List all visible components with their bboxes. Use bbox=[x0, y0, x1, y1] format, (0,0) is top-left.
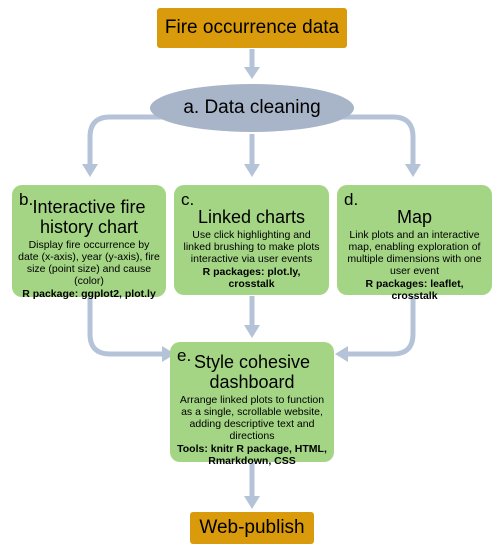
arrowhead bbox=[405, 164, 421, 177]
interactive-chart-packages: R package: ggplot2, plot.ly bbox=[22, 288, 156, 300]
interactive-chart-description: Display fire occurrence by date (x-axis)… bbox=[18, 239, 160, 287]
data-cleaning-label: a. Data cleaning bbox=[183, 97, 321, 118]
fire-occurrence-data-box: Fire occurrence data bbox=[157, 8, 347, 48]
linked-charts-box: c. Linked charts Use click highlighting … bbox=[174, 185, 329, 295]
map-title: Map bbox=[396, 207, 432, 227]
arrowhead bbox=[82, 164, 98, 177]
data-cleaning-ellipse: a. Data cleaning bbox=[150, 84, 354, 132]
step-letter-c: c. bbox=[181, 190, 195, 209]
arrow-d-to-e bbox=[347, 296, 416, 357]
web-publish-box: Web-publish bbox=[190, 512, 314, 544]
web-publish-label: Web-publish bbox=[199, 517, 305, 538]
arrow-cleaning-to-d bbox=[336, 114, 416, 165]
linked-charts-description: Use click highlighting and linked brushi… bbox=[183, 229, 320, 265]
style-cohesive-dashboard-box: e. Style cohesive dashboard Arrange link… bbox=[170, 342, 334, 467]
arrow-b-to-e bbox=[87, 298, 163, 357]
interactive-chart-title: Interactive fire history chart bbox=[32, 197, 146, 237]
fire-occurrence-label: Fire occurrence data bbox=[164, 17, 340, 38]
dashboard-tools: Tools: knitr R package, HTML, Rmarkdown,… bbox=[177, 443, 327, 467]
map-box: d. Map Link plots and an interactive map… bbox=[337, 185, 492, 302]
arrowhead bbox=[244, 325, 260, 338]
interactive-fire-history-chart-box: b. Interactive fire history chart Displa… bbox=[12, 185, 166, 300]
arrowhead bbox=[244, 496, 260, 509]
step-letter-e: e. bbox=[177, 346, 192, 365]
arrow-cleaning-to-b bbox=[87, 114, 168, 165]
arrowhead bbox=[162, 346, 175, 362]
dashboard-title: Style cohesive dashboard bbox=[193, 352, 311, 392]
dashboard-description: Arrange linked plots to function as a si… bbox=[179, 394, 325, 442]
arrowhead bbox=[335, 346, 348, 362]
map-packages: R packages: leaflet, crosstalk bbox=[365, 278, 464, 302]
map-description: Link plots and an interactive map, enabl… bbox=[347, 229, 482, 277]
linked-charts-title: Linked charts bbox=[197, 207, 306, 227]
step-letter-d: d. bbox=[344, 190, 359, 209]
arrowhead bbox=[244, 67, 260, 79]
arrowhead bbox=[244, 164, 260, 177]
linked-charts-packages: R packages: plot.ly, crosstalk bbox=[202, 266, 301, 290]
step-letter-b: b. bbox=[19, 190, 34, 209]
